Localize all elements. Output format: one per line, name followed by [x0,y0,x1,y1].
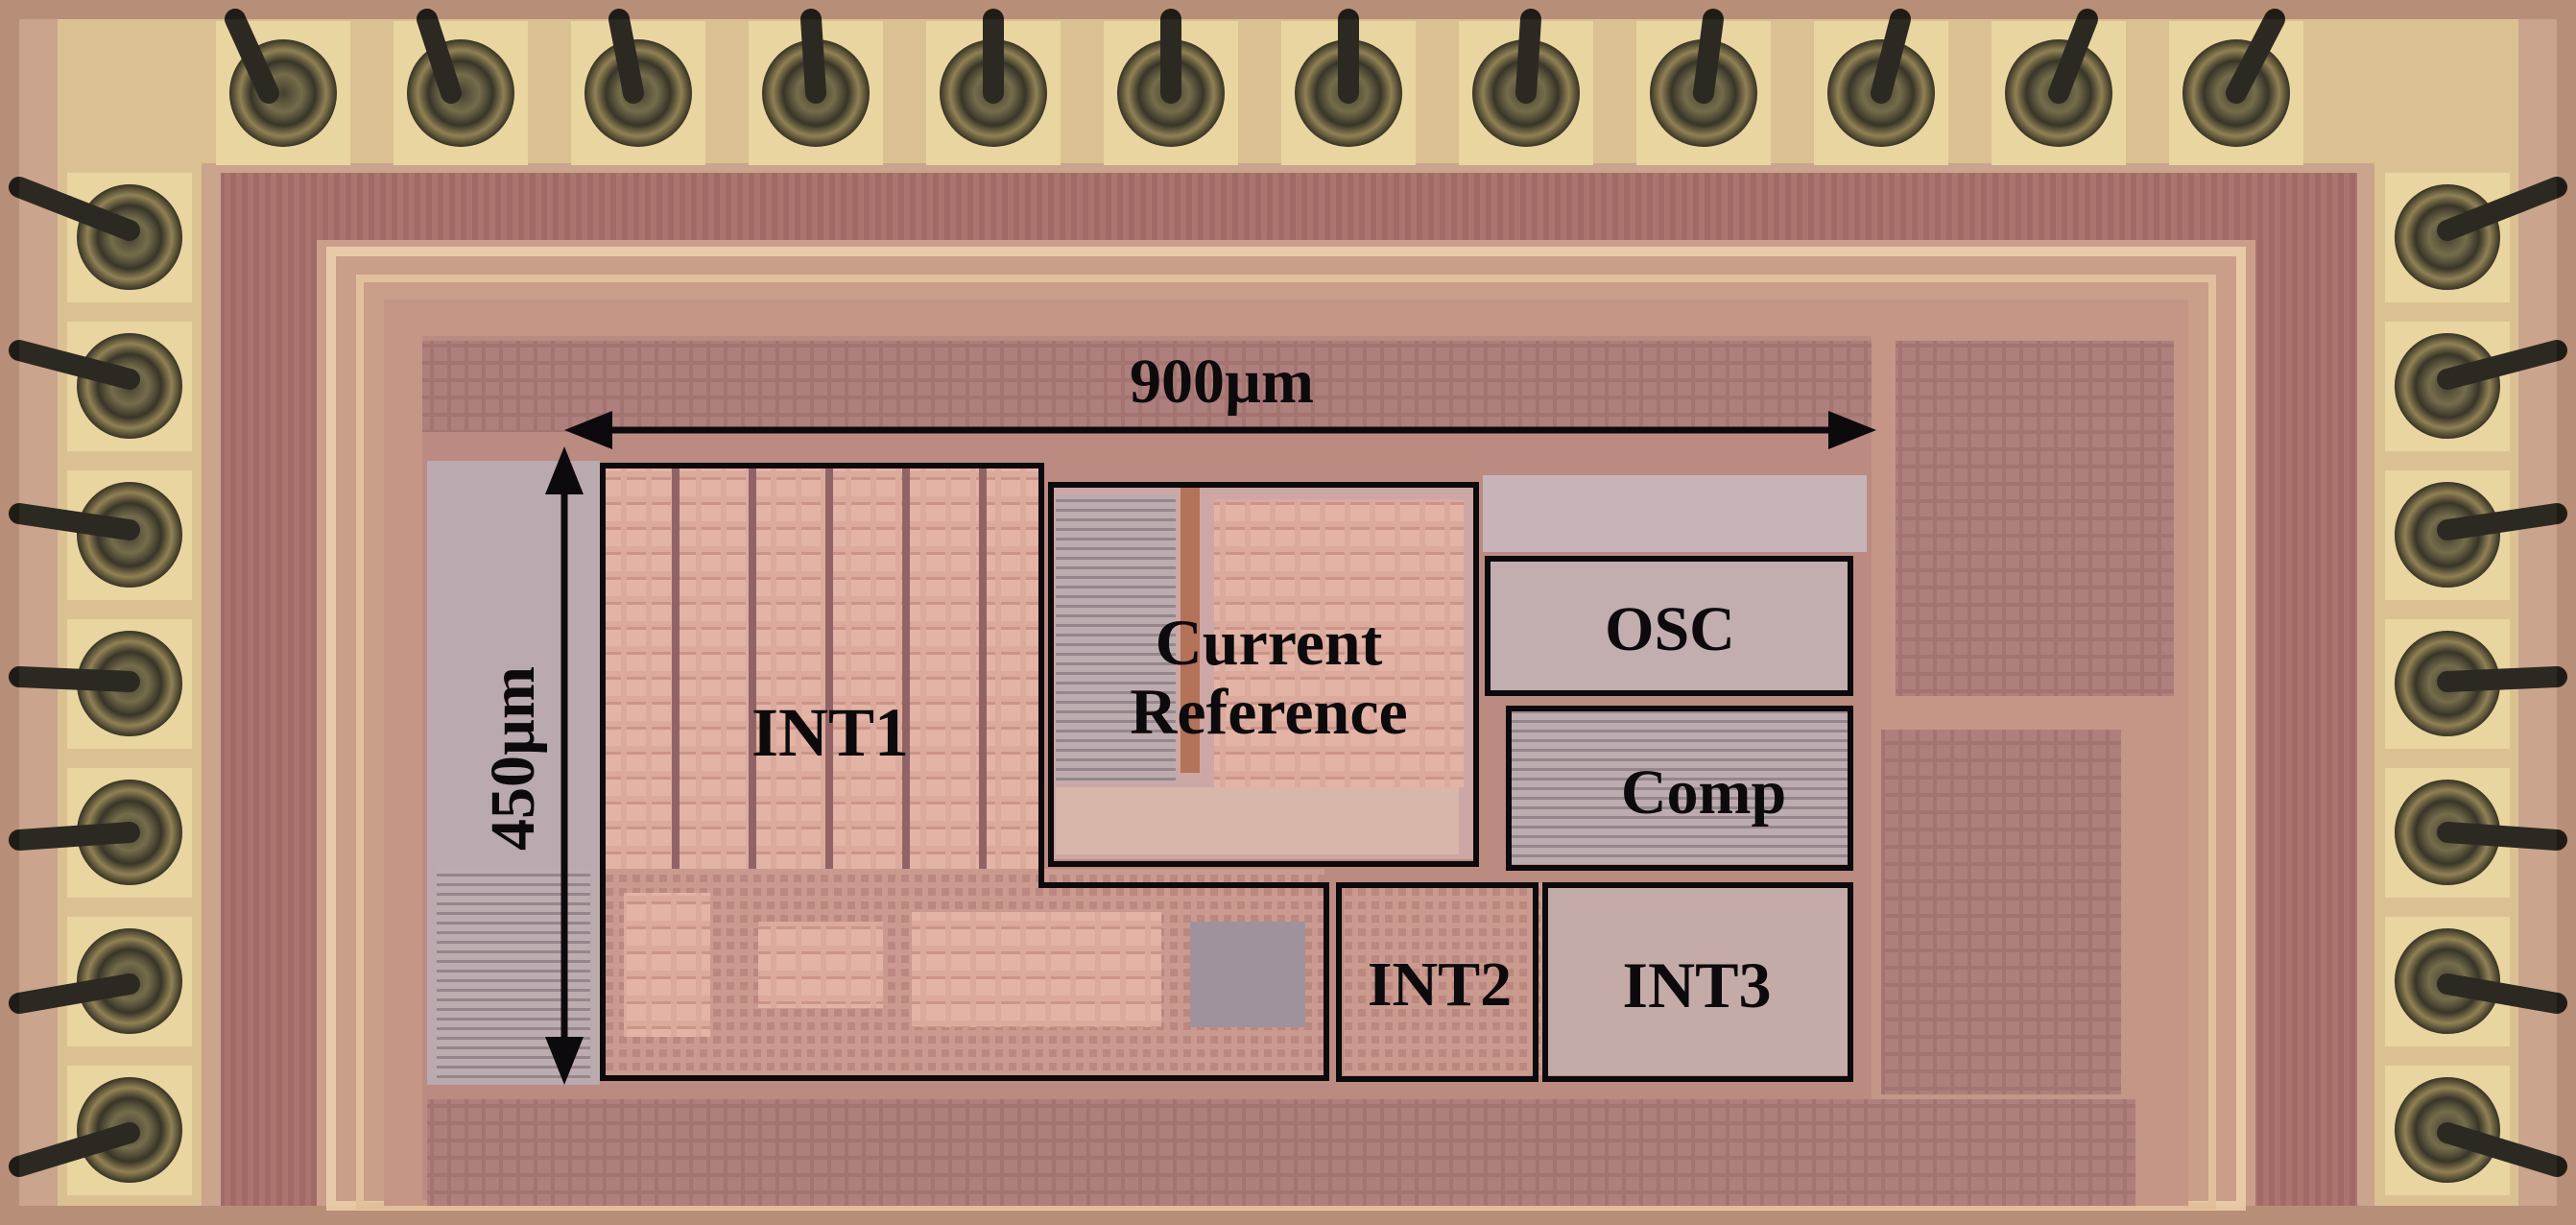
int3-block-outline [1542,882,1853,1082]
current-reference-label-line2: Reference [1130,675,1408,748]
width-dimension-arrow [564,411,1876,449]
height-dimension-arrow [545,446,584,1085]
comp-block-outline [1506,706,1853,871]
int3-label: INT3 [1622,949,1772,1021]
osc-label: OSC [1605,594,1735,664]
int2-label: INT2 [1367,949,1513,1020]
current-reference-block-outline [1048,482,1479,867]
width-dimension-label: 900µm [1129,347,1315,417]
current-reference-label-line1: Current [1155,605,1383,679]
int2-block-outline [1336,882,1538,1082]
int1-label: INT1 [751,694,910,771]
comp-label: Comp [1620,757,1787,828]
current-reference-label: Current Reference [1130,608,1407,746]
int1-block-outline [600,463,1329,1081]
osc-block-outline [1485,556,1853,696]
height-dimension-label: 450µm [478,665,548,852]
